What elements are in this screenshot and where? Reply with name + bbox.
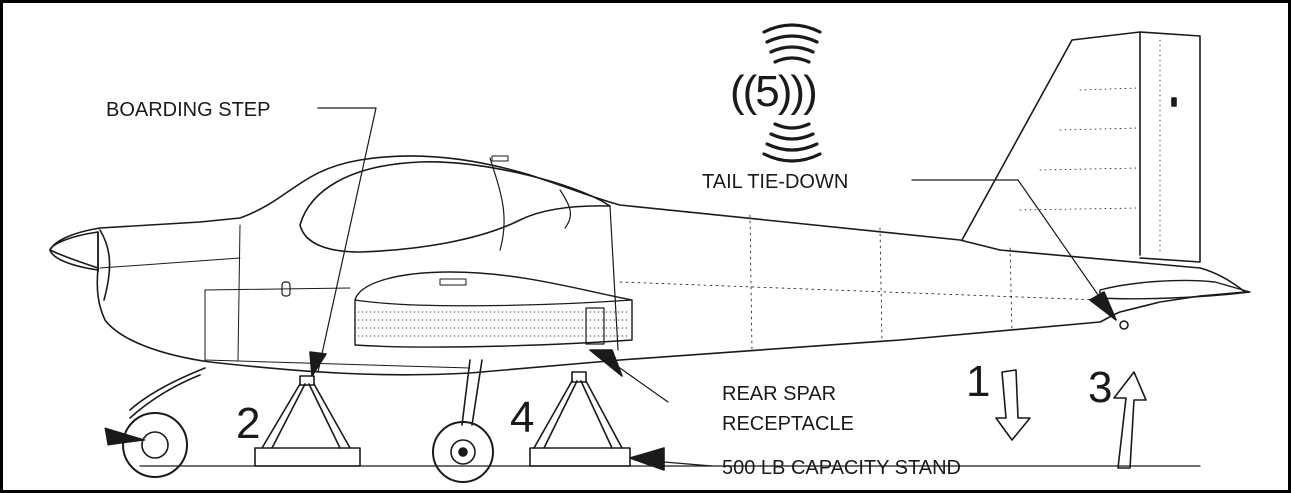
main-wheel-hub [450,439,476,465]
rudder-tab [1171,97,1177,107]
firewall-line [237,224,241,361]
tail-tie-down-arrowhead [1089,291,1117,321]
nose-gear-leg [129,367,206,419]
nose-wheel-hub [141,431,169,459]
cowl-vent [281,281,291,297]
canopy-frame [489,157,505,251]
fuselage-outline [49,155,1246,376]
tie-down-ring [1119,320,1129,330]
wing-top-curve [354,299,633,307]
boarding-step-leader [317,107,377,373]
belly-line [204,289,471,369]
wing-rib-lines [357,311,631,337]
step-number-1: 1 [966,357,991,406]
rear-spar-arrowhead [589,349,623,377]
step-number-3: 3 [1088,363,1113,412]
boarding-step-arrowhead [309,351,327,377]
fuselage-stringer [619,281,1101,301]
fuselage-frame-3 [1009,247,1013,331]
cowl-lower [204,287,351,291]
step-number-2: 2 [236,399,261,448]
leader-lines [317,107,1111,467]
horizontal-stabilizer [1099,279,1251,300]
canopy-inner [559,189,572,229]
spinner [49,231,99,271]
stand-2 [254,375,361,467]
tail-tie-down-leader [911,179,1111,313]
wing-section [354,271,633,348]
arrow-up-3 [1113,371,1147,469]
stand-capacity-label: 500 LB CAPACITY STAND [722,457,961,479]
main-gear-leg [461,359,483,426]
nose-wheel [122,412,188,478]
rear-spar-label-line1: REAR SPAR [722,383,837,405]
rear-spar-label-line2: RECEPTACLE [722,413,854,435]
stand-4 [529,371,631,467]
fuselage-frame-2 [879,227,883,343]
spar-fitting [585,307,605,345]
boarding-step-label: BOARDING STEP [106,99,271,121]
step-number-4: 4 [510,393,535,442]
vertical-stabilizer [961,31,1141,256]
wing-hatch [439,278,467,286]
stand-arrowhead [629,447,665,471]
wave-arcs-top [762,23,822,64]
cowl-front [99,229,111,301]
main-wheel [432,421,494,483]
step-number-5: ((5))) [730,67,818,116]
nose-fork [104,427,146,446]
main-wheel-axle [458,447,468,457]
tail-tie-down-label: TAIL TIE-DOWN [702,171,849,193]
antenna [491,155,509,162]
fuselage-frame-1 [749,214,753,351]
rudder [1139,31,1201,263]
canopy [299,161,611,253]
aft-deck [609,205,619,351]
cowl-split [99,257,241,269]
arrow-down-1 [995,369,1031,441]
wave-arcs-bottom [762,122,822,163]
tail-rivet-lines [1019,39,1161,256]
